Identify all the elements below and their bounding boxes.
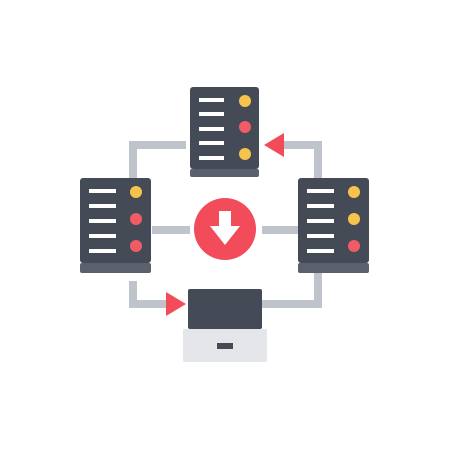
server-left-led-1: [130, 186, 142, 198]
connector-left-to-laptop: [129, 281, 168, 308]
server-left-slot-1: [89, 189, 116, 193]
server-right-slot-4: [307, 234, 334, 238]
connector-right-to-top: [282, 141, 322, 178]
server-right-slot-5: [307, 249, 334, 253]
server-right-led-3: [348, 240, 360, 252]
arrow-into-top-server-icon: [264, 133, 284, 157]
server-top-led-3: [239, 148, 251, 160]
server-top: [190, 87, 259, 177]
server-right-slot-3: [307, 219, 334, 223]
server-right-led-2: [348, 213, 360, 225]
server-top-slot-2: [199, 112, 224, 116]
server-right-slot-1: [307, 189, 334, 193]
laptop-slot: [217, 343, 233, 349]
server-left-led-3: [130, 240, 142, 252]
download-arrow-icon: [210, 211, 240, 245]
server-top-slot-4: [199, 141, 224, 145]
laptop: [183, 289, 267, 362]
connectors: [129, 141, 322, 308]
server-left-slot-2: [89, 204, 116, 208]
server-left: [80, 178, 151, 273]
server-left-led-2: [130, 213, 142, 225]
server-top-slot-3: [199, 127, 224, 131]
server-top-base: [190, 169, 259, 177]
server-right: [298, 178, 369, 273]
server-right-base: [298, 263, 369, 273]
server-top-slot-5: [199, 156, 224, 160]
connector-left-to-top: [129, 141, 186, 178]
connector-laptop-to-right: [262, 273, 322, 308]
server-top-body: [190, 87, 259, 169]
server-top-slot-1: [199, 98, 224, 102]
server-left-base: [80, 263, 151, 273]
arrow-into-laptop-icon: [166, 292, 186, 316]
server-right-slot-2: [307, 204, 334, 208]
server-right-led-1: [348, 186, 360, 198]
server-top-led-2: [239, 121, 251, 133]
download-badge: [194, 198, 256, 260]
laptop-screen: [188, 289, 262, 329]
server-top-led-1: [239, 95, 251, 107]
server-left-slot-4: [89, 234, 116, 238]
server-left-slot-5: [89, 249, 116, 253]
server-left-slot-3: [89, 219, 116, 223]
